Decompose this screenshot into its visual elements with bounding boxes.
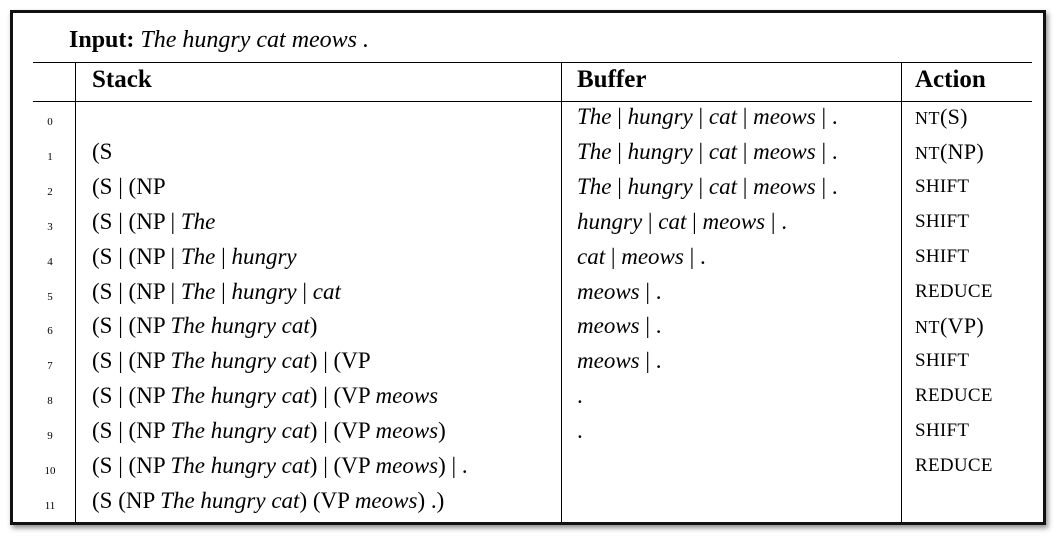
action-cell: SHIFT [915,210,970,232]
stack-cell: (S | (NP The hungry cat) [92,313,318,339]
header-top-rule [33,62,1032,63]
row-index: 6 [47,325,53,338]
input-text: The hungry cat meows . [140,27,370,53]
buffer-cell: The | hungry | cat | meows | . [577,138,838,164]
action-cell: SHIFT [915,350,970,372]
row-index: 0 [47,116,53,128]
row-index: 8 [47,395,53,408]
buffer-cell: meows | . [577,348,662,374]
buffer-cell: . [577,383,583,409]
table-row: 8 (S | (NP The hungry cat) | (VP meows. RE… [13,382,1043,417]
row-index: 7 [47,360,53,373]
buffer-header: Buffer [577,66,647,93]
action-header: Action [915,66,986,93]
action-cell: NT(NP) [915,138,984,164]
table-row: 2 (S | (NP The | hungry | cat | meows | . S… [13,173,1043,208]
action-cell: REDUCE [915,280,993,302]
buffer-cell: cat | meows | . [577,243,706,269]
action-cell: SHIFT [915,175,970,197]
row-index: 5 [47,290,53,303]
table-row: 11 (S (NP The hungry cat) (VP meows) .) [13,487,1043,522]
action-cell: NT(VP) [915,313,984,339]
buffer-cell: The | hungry | cat | meows | . [577,104,838,129]
stack-header: Stack [92,66,152,93]
stack-cell: (S | (NP The hungry cat) | (VP [92,348,371,374]
parse-table-frame: Input: The hungry cat meows . Stack Buff… [10,10,1046,525]
table-row: 1 (S The | hungry | cat | meows | . NT(NP) [13,138,1043,173]
input-label: Input: [69,27,135,53]
row-index: 3 [47,220,53,233]
action-cell: NT(S) [915,104,968,129]
row-index: 4 [47,255,53,268]
stack-cell: (S | (NP | The | hungry | cat [92,278,341,304]
buffer-cell: meows | . [577,278,662,304]
table-row: 4 (S | (NP | The | hungry cat | meows | . S… [13,243,1043,278]
stack-cell: (S | (NP [92,173,166,199]
table-row: 9 (S | (NP The hungry cat) | (VP meows). S… [13,417,1043,452]
action-cell: REDUCE [915,455,993,476]
action-cell: SHIFT [915,420,970,442]
table-row: 6 (S | (NP The hungry cat) meows | . NT(VP) [13,312,1043,347]
row-index: 9 [47,430,53,443]
index-column-divider [75,62,76,522]
stack-cell: (S | (NP | The | hungry [92,243,297,269]
table-row: 10 (S | (NP The hungry cat) | (VP meows) … [13,452,1043,487]
header-bottom-rule [33,101,1032,102]
input-sentence: Input: The hungry cat meows . [69,27,369,54]
row-index: 10 [44,465,56,477]
stack-cell: (S [92,138,113,164]
stack-cell: (S | (NP The hungry cat) | (VP meows) | … [92,453,468,478]
table-row: 5 (S | (NP | The | hungry | cat meows | . R… [13,278,1043,313]
row-index: 2 [47,185,53,198]
stack-cell: (S | (NP | The [92,208,216,234]
table-row: 0 The | hungry | cat | meows | . NT(S) [13,103,1043,138]
buffer-cell: . [577,418,583,444]
buffer-cell: hungry | cat | meows | . [577,208,787,234]
row-index: 11 [44,499,56,512]
buffer-cell: meows | . [577,313,662,339]
buffer-cell: The | hungry | cat | meows | . [577,173,838,199]
table-row: 3 (S | (NP | The hungry | cat | meows | . S… [13,208,1043,243]
row-index: 1 [47,150,53,163]
stack-cell: (S | (NP The hungry cat) | (VP meows) [92,418,446,444]
action-cell: SHIFT [915,245,970,267]
stack-cell: (S | (NP The hungry cat) | (VP meows [92,383,439,409]
buffer-column-divider [901,62,902,522]
stack-cell: (S (NP The hungry cat) (VP meows) .) [92,487,445,513]
stack-column-divider [561,62,562,522]
table-row: 7 (S | (NP The hungry cat) | (VP meows | .… [13,347,1043,382]
action-cell: REDUCE [915,385,993,407]
